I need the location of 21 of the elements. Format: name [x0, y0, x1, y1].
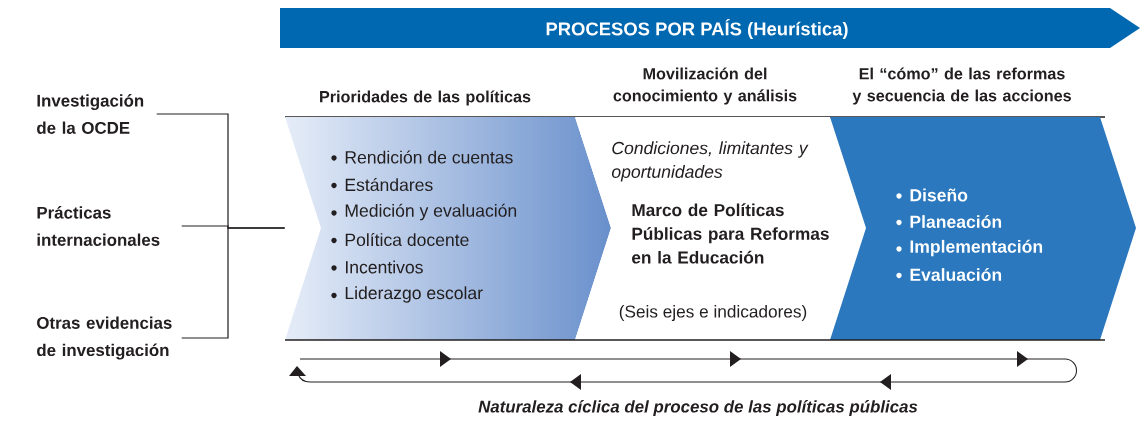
bullet-item: Medición y evaluación: [331, 203, 517, 221]
bullet-item: Estándares: [331, 177, 433, 192]
column-heading: El “cómo” de las reformas y secuencia de las acciones: [852, 67, 1071, 105]
bullet-item: Diseño: [896, 188, 968, 202]
caption: Naturaleza cíclica del proceso de las políticas públicas: [478, 400, 918, 416]
column-heading: Prioridades de las políticas: [320, 90, 531, 106]
note-text: Condiciones, limitantes y oportunidades: [611, 141, 809, 182]
bullet-item: Planeación: [896, 214, 1002, 229]
bullet-item: Liderazgo escolar: [331, 286, 483, 303]
source-label: Prácticas internacionales: [37, 206, 160, 246]
bullet-item: Rendición de cuentas: [331, 150, 513, 164]
bullet-item: Implementación: [896, 239, 1043, 257]
bullet-item: Política docente: [331, 232, 469, 247]
source-label: Investigación de la OCDE: [37, 94, 144, 134]
column-heading: Movilización del conocimiento y análisis: [613, 67, 797, 105]
source-label: Otras evidencias de investigación: [37, 316, 172, 360]
note-text: (Seis ejes e indicadores): [619, 304, 807, 322]
bullet-item: Evaluación: [896, 267, 1002, 282]
framework-title: Marco de Políticas Públicas para Reformas en la Educación: [632, 203, 829, 264]
bullet-item: Incentivos: [331, 260, 423, 274]
bracket-line: [181, 227, 286, 339]
